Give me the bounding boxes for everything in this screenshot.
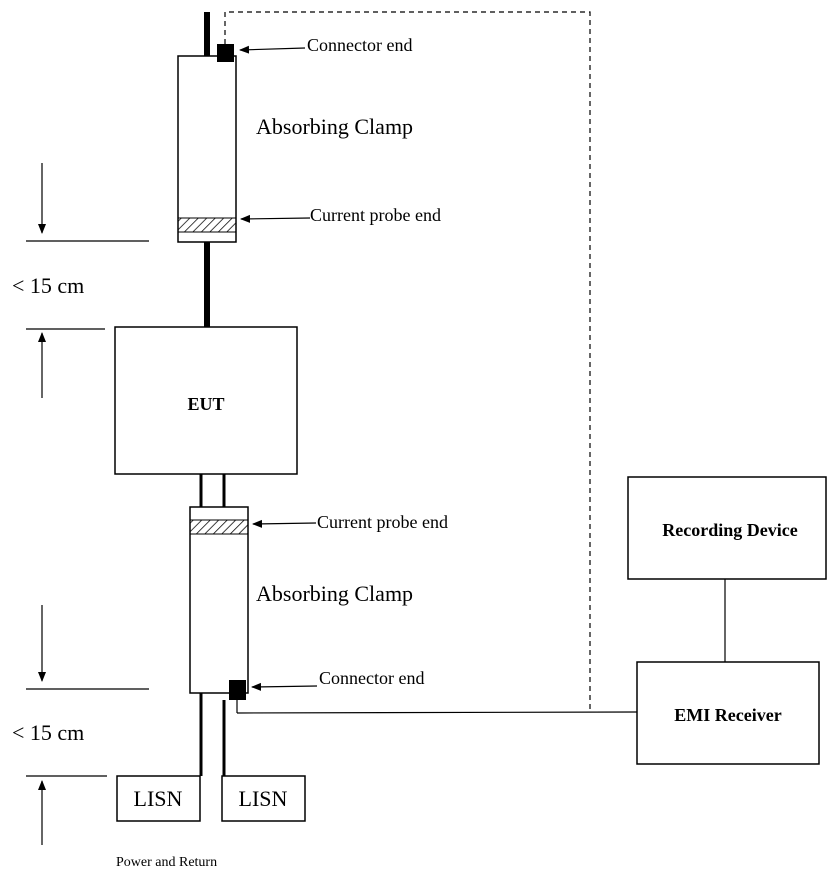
recording-device-box (627, 476, 827, 580)
upper-connector-label: Connector end (307, 35, 412, 55)
upper-current-probe-band (177, 217, 237, 233)
lower-probe-label: Current probe end (317, 512, 448, 532)
upper-connector-block (217, 44, 234, 62)
lisn-left-label: LISN (134, 786, 183, 811)
dashed-connection (224, 11, 591, 712)
lower-distance-label: < 15 cm (12, 720, 84, 745)
lisn-box-left (116, 775, 201, 822)
eut-label: EUT (187, 394, 224, 414)
lower-probe-arrow (252, 519, 317, 528)
lower-clamp-title: Absorbing Clamp (256, 581, 413, 606)
lisn-right-label: LISN (239, 786, 288, 811)
lower-connector-label: Connector end (319, 668, 424, 688)
lower-connector-block (229, 680, 246, 700)
lower-current-probe-band (189, 519, 249, 535)
upper-connector-arrow (239, 45, 306, 54)
receiver-cable (236, 711, 638, 714)
upper-distance-label: < 15 cm (12, 273, 84, 298)
lower-connector-arrow (251, 682, 318, 691)
upper-probe-arrow (240, 214, 311, 223)
power-return-label: Power and Return (116, 855, 217, 870)
lisn-box-right (221, 775, 306, 822)
upper-absorbing-clamp (177, 55, 237, 243)
eut-box (114, 326, 298, 475)
lower-absorbing-clamp (189, 506, 249, 694)
recording-device-label: Recording Device (662, 520, 797, 540)
emi-receiver-label: EMI Receiver (674, 705, 781, 725)
upper-clamp-title: Absorbing Clamp (256, 114, 413, 139)
upper-probe-label: Current probe end (310, 205, 441, 225)
emi-receiver-box (636, 661, 820, 765)
